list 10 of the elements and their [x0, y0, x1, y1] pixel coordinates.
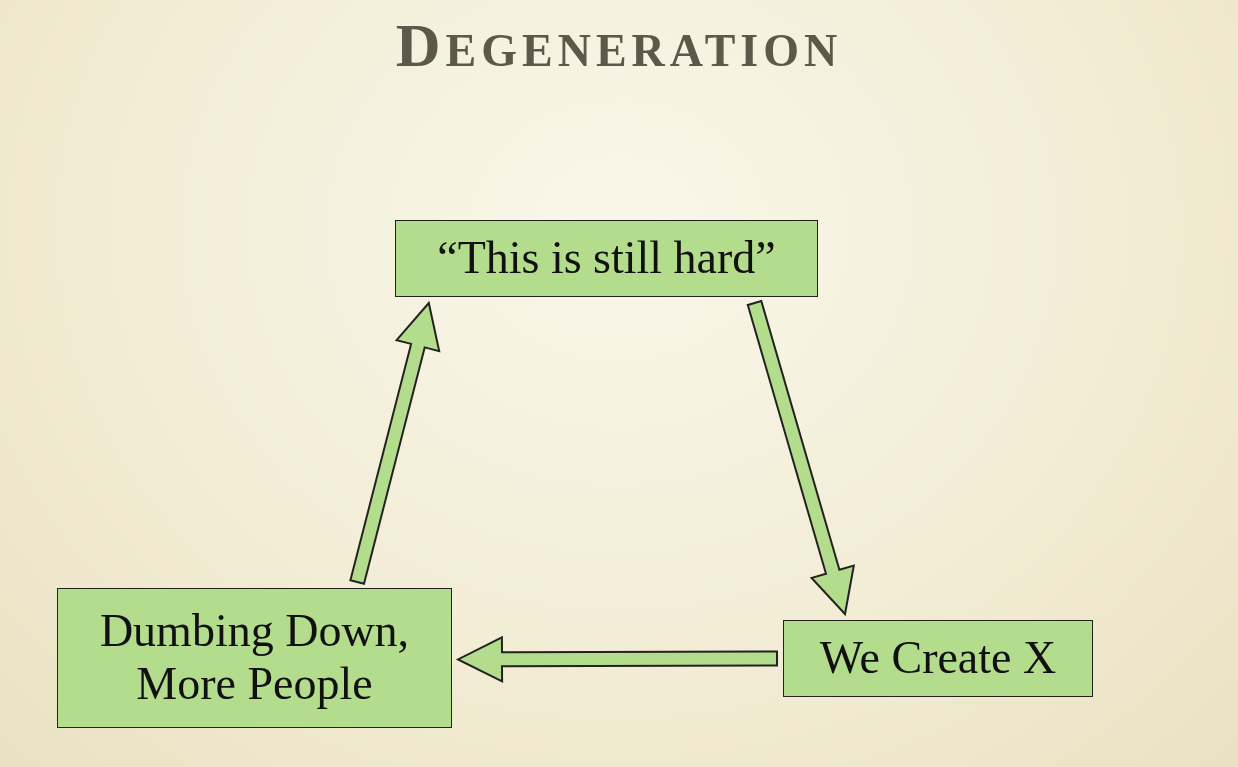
process-box: [57, 588, 452, 728]
process-box: [783, 620, 1093, 697]
block-arrow: [349, 300, 441, 585]
box-text: “This is still hard”: [437, 232, 776, 285]
box-text: We Create X: [819, 632, 1057, 685]
process-box: [395, 220, 818, 297]
slide-title: DEGENERATION: [394, 10, 844, 81]
block-arrow: [455, 635, 778, 683]
box-text: Dumbing Down, More People: [98, 605, 411, 711]
block-arrow: [746, 299, 856, 617]
